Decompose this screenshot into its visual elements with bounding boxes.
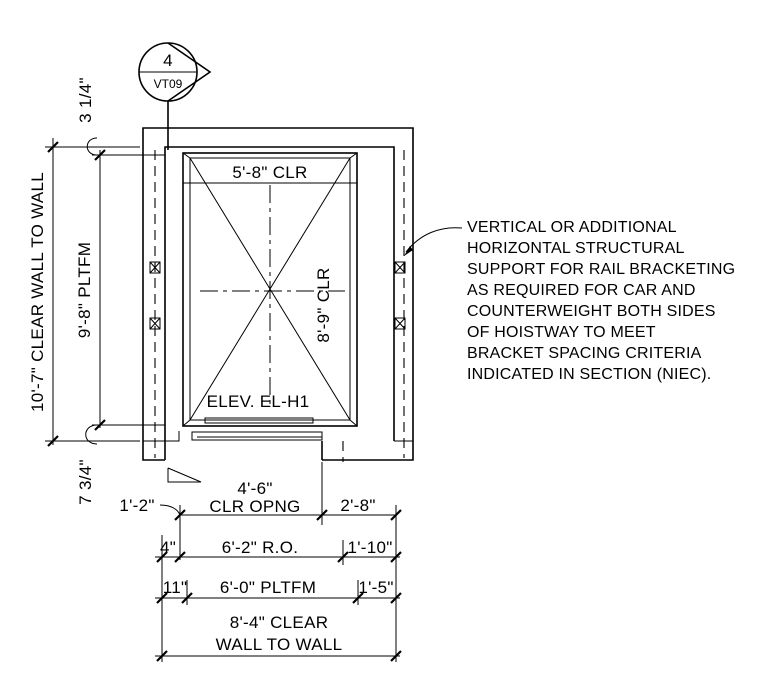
dim-wall-width: [155, 650, 402, 662]
structural-support-note: VERTICAL OR ADDITIONAL HORIZONTAL STRUCT…: [467, 219, 735, 383]
clr-width-label: 5'-8" CLR: [232, 163, 307, 182]
note-line: AS REQUIRED FOR CAR AND: [467, 282, 696, 299]
dim-platform: [155, 592, 402, 604]
top-gap-label: 3 1/4": [76, 77, 95, 123]
section-tag-number: 4: [163, 51, 173, 70]
bottom-gap-label: 7 3/4": [76, 459, 95, 505]
section-tag[interactable]: 4 VT09: [138, 42, 212, 102]
note-line: BRACKET SPACING CRITERIA: [467, 345, 702, 362]
note-line: OF HOISTWAY TO MEET: [467, 324, 656, 341]
note-line: SUPPORT FOR RAIL BRACKETING: [467, 261, 735, 278]
door-swing-mark: [167, 468, 201, 483]
ro-right-label: 1'-10": [347, 538, 392, 557]
rail-bracket-left-upper: [149, 261, 161, 274]
dim-wall-depth: [45, 138, 140, 447]
wall-width-label-line1: 8'-4" CLEAR: [230, 613, 329, 632]
bottom-gap-leader: [85, 424, 98, 445]
pltfm-left-label: 11": [163, 578, 188, 597]
left-jamb-label: 1'-2": [119, 496, 154, 515]
opening-label: CLR OPNG: [209, 497, 300, 516]
elev-tag-label: ELEV. EL-H1: [207, 392, 310, 411]
pltfm-right-label: 1'-5": [358, 578, 393, 597]
wall-depth-label: 10'-7" CLEAR WALL TO WALL: [28, 172, 47, 412]
right-jamb-label: 2'-8": [340, 496, 375, 515]
dim-clr-opening: [174, 509, 402, 521]
ro-width-label: 6'-2" R.O.: [222, 538, 299, 557]
rail-bracket-left-lower: [149, 317, 161, 330]
top-gap-leader: [86, 137, 98, 156]
hoistway-walls: [142, 127, 414, 461]
pltfm-width-label: 6'-0" PLTFM: [220, 578, 316, 597]
rail-bracket-right-lower: [394, 317, 406, 330]
section-tag-sheet: VT09: [154, 77, 183, 91]
clr-depth-label: 8'-9" CLR: [314, 267, 333, 342]
note-line: COUNTERWEIGHT BOTH SIDES: [467, 303, 716, 320]
note-line: HORIZONTAL STRUCTURAL: [467, 240, 685, 257]
pltfm-depth-label: 9'-8" PLTFM: [75, 242, 94, 338]
note-leader: [405, 227, 463, 253]
rail-bracket-right-upper: [394, 261, 406, 274]
note-line: INDICATED IN SECTION (NIEC).: [467, 366, 711, 383]
wall-width-label-line2: WALL TO WALL: [216, 635, 343, 654]
car-door: [165, 417, 323, 442]
dim-pltfm-depth: [92, 149, 165, 431]
opening-width-label: 4'-6": [237, 479, 272, 498]
ro-left-label: 4": [160, 538, 176, 557]
note-line: VERTICAL OR ADDITIONAL: [467, 219, 677, 236]
